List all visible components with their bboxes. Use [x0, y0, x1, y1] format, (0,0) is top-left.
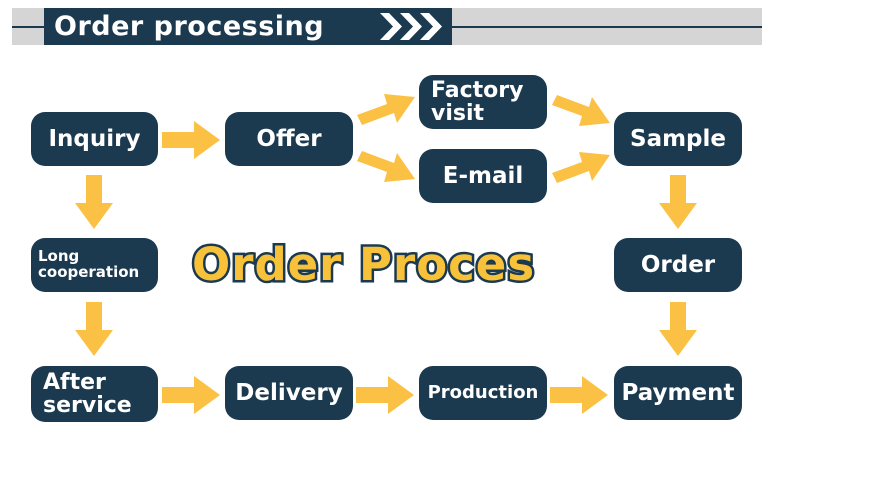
- arrow-right-icon: [162, 376, 220, 414]
- arrow-right-icon: [162, 121, 220, 159]
- node-long-cooperation: Long cooperation: [31, 238, 158, 292]
- arrow-up-right-icon: [357, 94, 415, 125]
- node-payment: Payment: [614, 366, 742, 420]
- arrow-down-right-icon: [552, 95, 610, 126]
- node-order: Order: [614, 238, 742, 292]
- arrow-down-icon: [659, 175, 697, 229]
- arrow-down-icon: [75, 302, 113, 356]
- node-delivery: Delivery: [225, 366, 353, 420]
- node-production: Production: [419, 366, 547, 420]
- node-factory-visit: Factory visit: [419, 75, 547, 129]
- center-title: Order Proces: [189, 236, 536, 294]
- arrow-down-icon: [659, 302, 697, 356]
- arrow-right-icon: [356, 376, 414, 414]
- banner-title-bar: Order processing: [44, 8, 452, 45]
- node-inquiry: Inquiry: [31, 112, 158, 166]
- arrow-right-icon: [550, 376, 608, 414]
- arrow-down-right-icon: [357, 151, 415, 182]
- header-banner: Order processing: [12, 8, 762, 45]
- node-email: E-mail: [419, 149, 547, 203]
- triple-chevron-right-icon: [380, 13, 442, 40]
- banner-title: Order processing: [54, 11, 325, 42]
- node-offer: Offer: [225, 112, 353, 166]
- node-after-service: After service: [31, 366, 158, 422]
- node-sample: Sample: [614, 112, 742, 166]
- arrow-down-icon: [75, 175, 113, 229]
- arrow-up-right-icon: [552, 152, 610, 183]
